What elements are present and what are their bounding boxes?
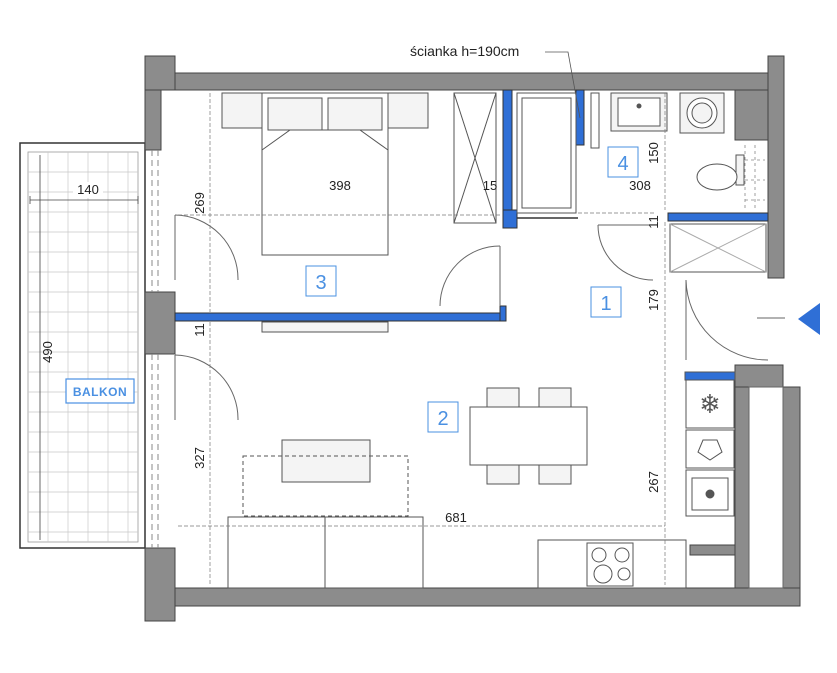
wall-corner-top-left bbox=[144, 55, 176, 91]
burner-icon bbox=[591, 547, 607, 563]
partition-kitchen-top bbox=[684, 371, 736, 381]
wall-top bbox=[159, 72, 769, 91]
wall-kitchen-right-top bbox=[734, 364, 784, 388]
dim-bedroom-depth: 269 bbox=[192, 192, 207, 214]
wall-bathroom-right bbox=[734, 89, 769, 141]
bedroom-door bbox=[439, 245, 501, 307]
balcony-dimension-lines bbox=[29, 155, 139, 540]
dim-bathroom-depth: 150 bbox=[646, 142, 661, 164]
dim-wall-b: 11 bbox=[192, 323, 207, 337]
doors bbox=[174, 214, 769, 421]
wall-kitchen-notch bbox=[689, 544, 736, 556]
chair-bottom-right bbox=[538, 464, 572, 485]
kitchen-sink-drain-icon bbox=[705, 489, 715, 499]
tv-stand bbox=[261, 321, 389, 333]
balcony-door-lower bbox=[174, 354, 239, 421]
entrance-arrow-icon bbox=[798, 303, 820, 335]
bathroom-fixtures bbox=[516, 92, 767, 273]
bedroom-furniture bbox=[221, 92, 497, 333]
snowflake-icon: ❄ bbox=[699, 390, 721, 420]
partition-note: ścianka h=190cm bbox=[410, 43, 519, 59]
room-label-2: 2 bbox=[427, 401, 459, 433]
oven bbox=[685, 429, 735, 469]
dimension-lines bbox=[178, 93, 666, 585]
outer-walls bbox=[144, 55, 801, 622]
room-number: 3 bbox=[315, 272, 326, 294]
room-label-3: 3 bbox=[305, 265, 337, 297]
partition-wc-bottom bbox=[667, 212, 769, 222]
room-label-4: 4 bbox=[607, 146, 639, 178]
wall-kitchen-right bbox=[734, 386, 750, 589]
dim-balcony-length: 490 bbox=[40, 341, 55, 363]
bathroom-grid bbox=[744, 145, 765, 210]
towel-rail bbox=[590, 92, 600, 149]
pillow-right bbox=[327, 97, 383, 131]
wall-shaft-right bbox=[782, 386, 801, 589]
room-label-1: 1 bbox=[590, 286, 622, 318]
dim-living-width: 681 bbox=[445, 510, 467, 525]
cooktop bbox=[586, 542, 634, 587]
chair-top-right bbox=[538, 387, 572, 408]
dim-bathroom-width: 308 bbox=[629, 178, 651, 193]
dim-wall-c: 11 bbox=[646, 215, 661, 229]
room-number: 2 bbox=[437, 408, 448, 430]
partition-bathroom-left bbox=[502, 89, 513, 219]
chair-bottom-left bbox=[486, 464, 520, 485]
coffee-table bbox=[281, 439, 371, 483]
entrance-door bbox=[685, 279, 769, 361]
burner-icon bbox=[617, 567, 631, 581]
burner-icon bbox=[593, 564, 613, 584]
dim-balcony-width: 140 bbox=[77, 182, 99, 197]
dining-table bbox=[469, 406, 588, 466]
wall-left-top bbox=[144, 89, 162, 151]
partition-bedroom-end bbox=[499, 305, 507, 322]
toilet-tank bbox=[735, 154, 745, 186]
balcony-outline bbox=[19, 142, 146, 549]
balcony-label: BALKON bbox=[73, 385, 127, 399]
fridge bbox=[685, 379, 735, 429]
balcony-label-box bbox=[65, 378, 135, 404]
dim-kitchen-depth: 267 bbox=[646, 471, 661, 493]
dim-living-depth: 327 bbox=[192, 447, 207, 469]
rug bbox=[242, 455, 409, 517]
bathroom-door bbox=[597, 224, 654, 281]
balcony-inner-outline bbox=[27, 151, 139, 543]
room-number: 4 bbox=[617, 153, 628, 175]
balcony-tile-grid bbox=[28, 152, 138, 542]
windows bbox=[151, 150, 159, 548]
dim-bedroom-width: 398 bbox=[329, 178, 351, 193]
shaft bbox=[748, 386, 784, 589]
wall-right-upper bbox=[767, 55, 785, 279]
balcony: BALKON 140 490 bbox=[19, 142, 146, 549]
wall-left-middle bbox=[144, 291, 176, 355]
callout-leader bbox=[545, 51, 581, 119]
burner-icon bbox=[614, 547, 630, 563]
bathtub bbox=[516, 92, 577, 214]
wall-corner-bottom-left bbox=[144, 547, 176, 622]
nightstand-right bbox=[387, 92, 429, 129]
chair-top-left bbox=[486, 387, 520, 408]
kitchen-appliances: ❄ bbox=[684, 371, 736, 517]
dim-hall-depth: 179 bbox=[646, 289, 661, 311]
dim-wall-a: 15 bbox=[483, 178, 497, 193]
living-furniture bbox=[227, 387, 687, 589]
partition-bedroom-living bbox=[174, 312, 501, 322]
oven-icon bbox=[697, 439, 723, 461]
sink bbox=[617, 97, 661, 127]
nightstand-left bbox=[221, 92, 263, 129]
pillow-left bbox=[267, 97, 323, 131]
wall-bottom bbox=[159, 587, 801, 607]
toilet-icon bbox=[696, 163, 738, 191]
room-number: 1 bbox=[600, 293, 611, 315]
partition-bathroom-corner bbox=[502, 209, 518, 229]
balcony-door-upper bbox=[174, 214, 239, 281]
